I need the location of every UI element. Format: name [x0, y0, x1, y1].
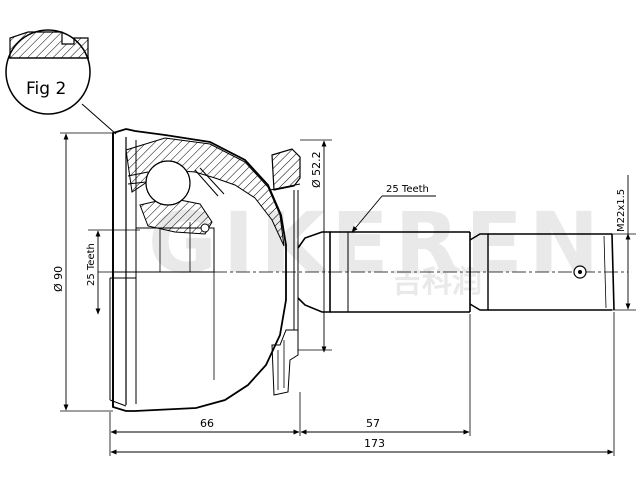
seal-diameter-label: Ø 52.2: [310, 151, 323, 188]
watermark-brand: GIKEREN: [148, 194, 605, 292]
watermark: GIKEREN 吉科润: [148, 194, 605, 300]
thread-label: M22x1.5: [616, 189, 627, 232]
dim-overall-diameter: Ø 90: [52, 132, 113, 412]
inner-spline-label: 25 Teeth: [86, 243, 97, 286]
overall-diameter-label: Ø 90: [52, 266, 65, 292]
total-length-label: 173: [364, 437, 385, 450]
fig-detail-callout: Fig 2: [5, 29, 117, 135]
dim-seal-diameter: Ø 52.2: [298, 139, 332, 353]
outer-housing: [109, 128, 287, 412]
seal-ring: [269, 148, 301, 396]
outer-spline-label: 25 Teeth: [386, 184, 429, 195]
dim-inner-spline: 25 Teeth: [86, 229, 140, 315]
dim-thread: M22x1.5: [612, 175, 636, 311]
outer-spline-leader: 25 Teeth: [351, 184, 436, 233]
fig-label: Fig 2: [26, 79, 66, 99]
dim-lengths: 66 57 173: [109, 312, 615, 456]
watermark-chinese: 吉科润: [392, 265, 482, 300]
housing-length-label: 66: [200, 417, 214, 430]
shaft-length-label: 57: [366, 417, 380, 430]
stub-shaft: [297, 231, 615, 313]
